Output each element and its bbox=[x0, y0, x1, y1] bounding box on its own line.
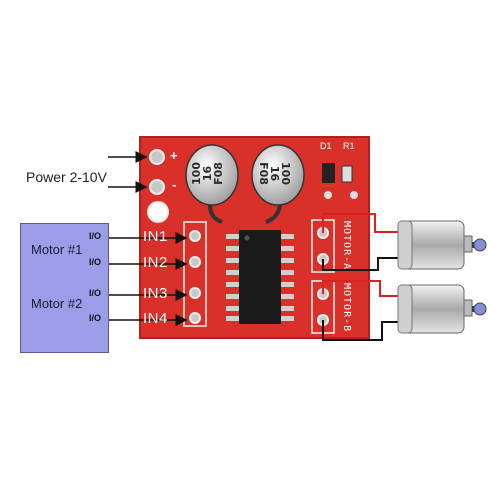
mounting-hole bbox=[147, 201, 169, 223]
dc-motor-b bbox=[397, 284, 487, 334]
motor-controller-box bbox=[20, 223, 109, 353]
wire-motor-b-black bbox=[322, 320, 400, 341]
io-label-3: I/O bbox=[89, 288, 102, 298]
r1-label: R1 bbox=[343, 141, 355, 151]
driver-ic bbox=[239, 230, 281, 324]
in4-label: IN4 bbox=[143, 310, 168, 327]
cap1-line-2: F08 bbox=[211, 162, 225, 185]
io-label-1: I/O bbox=[89, 231, 102, 241]
power-label: Power 2-10V bbox=[26, 169, 107, 185]
in2-label: IN2 bbox=[143, 254, 168, 271]
wire-motor-b-red bbox=[322, 280, 400, 297]
dc-motor-a bbox=[397, 220, 487, 270]
io-label-2: I/O bbox=[89, 257, 102, 267]
capacitor-2-text: 100 16 F08 bbox=[256, 162, 292, 185]
power-minus-pad bbox=[149, 179, 165, 195]
power-plus-pad bbox=[149, 149, 165, 165]
cap2-line-0: 100 bbox=[278, 162, 292, 185]
minus-symbol: - bbox=[172, 177, 177, 192]
motor1-label: Motor #1 bbox=[31, 242, 83, 257]
in1-label: IN1 bbox=[143, 228, 168, 245]
diode-d1 bbox=[322, 163, 335, 183]
wire-motor-a-red bbox=[322, 213, 400, 233]
in3-label: IN3 bbox=[143, 285, 168, 302]
motor2-label: Motor #2 bbox=[31, 296, 83, 311]
io-label-4: I/O bbox=[89, 313, 102, 323]
plus-symbol: + bbox=[170, 148, 178, 163]
d1-label: D1 bbox=[320, 141, 332, 151]
wire-motor-a-black bbox=[322, 257, 400, 271]
resistor-r1 bbox=[341, 165, 353, 183]
capacitor-1-text: 100 16 F08 bbox=[190, 162, 225, 185]
motor-a-label: MOTOR-A bbox=[341, 221, 352, 271]
cap2-line-2: F08 bbox=[256, 162, 270, 185]
motor-b-label: MOTOR-B bbox=[341, 283, 352, 333]
